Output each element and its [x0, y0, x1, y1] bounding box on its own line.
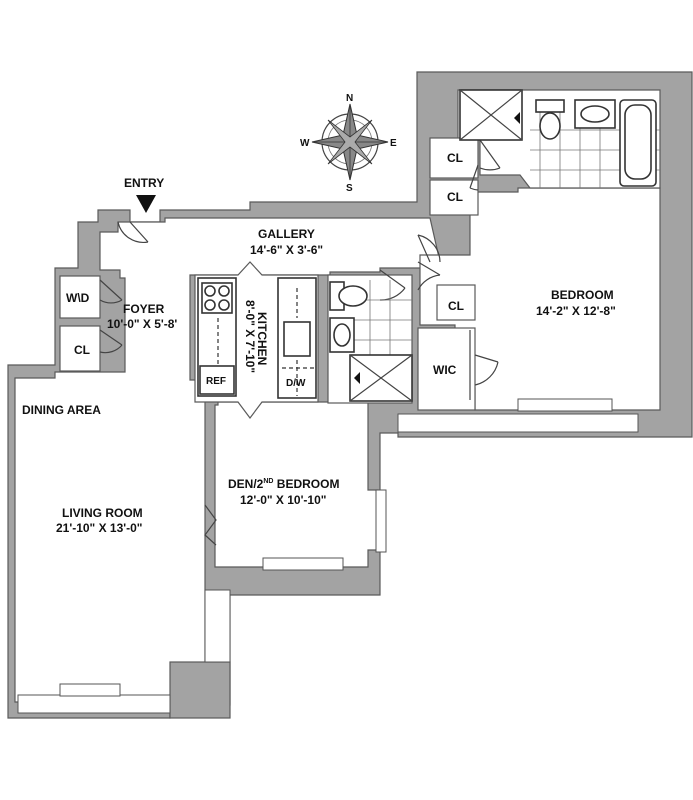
bedroom-label: BEDROOM: [551, 288, 614, 302]
bedroom-closet-label: CL: [448, 299, 464, 313]
entry-label: ENTRY: [124, 176, 164, 190]
kitchen-label: KITCHEN: [255, 312, 269, 365]
den-label: DEN/2ND BEDROOM: [228, 477, 339, 491]
den-label-a: DEN/2: [228, 477, 264, 491]
compass-rose: N S E W: [300, 93, 397, 194]
den-label-sup: ND: [263, 478, 273, 485]
wic-room: [417, 327, 476, 411]
foyer-closet: [59, 325, 101, 372]
ref-label: REF: [206, 376, 226, 387]
wd-closet: [59, 275, 101, 319]
bath-closet-2: [429, 179, 479, 216]
structural-column: [169, 661, 231, 719]
bedroom-closet: [436, 284, 476, 321]
den-dim: 12'-0" X 10'-10": [240, 493, 326, 507]
living-dim: 21'-10" X 13'-0": [56, 521, 142, 535]
compass-e: E: [390, 138, 397, 149]
gallery-label: GALLERY: [258, 227, 315, 241]
wic-label: WIC: [433, 363, 457, 377]
bedroom-dim: 14'-2" X 12'-8": [536, 304, 616, 318]
compass-s: S: [346, 183, 353, 194]
windows: [17, 398, 639, 714]
living-label: LIVING ROOM: [62, 506, 143, 520]
bath-closet-2-label: CL: [447, 190, 463, 204]
bath-2-fixtures: [329, 280, 413, 402]
dining-label: DINING AREA: [22, 403, 101, 417]
gallery-dim: 14'-6" X 3'-6": [250, 243, 323, 257]
compass-n: N: [346, 93, 353, 104]
bath-closet-1: [429, 137, 479, 179]
dw-label: D/W: [286, 378, 306, 389]
foyer-dim: 10'-0" X 5'-8': [107, 317, 177, 331]
foyer-label: FOYER: [123, 302, 165, 316]
foyer-closet-label: CL: [74, 343, 90, 357]
kitchen-fixtures: [197, 277, 317, 399]
bath-fixtures: [459, 89, 660, 188]
den-label-b: BEDROOM: [273, 477, 339, 491]
wd-label: W\D: [66, 291, 90, 305]
bath-closet-1-label: CL: [447, 151, 463, 165]
kitchen-dim: 8'-0" X 7'-10": [243, 300, 257, 373]
entry-arrow-icon: [136, 195, 156, 213]
compass-w: W: [300, 138, 310, 149]
